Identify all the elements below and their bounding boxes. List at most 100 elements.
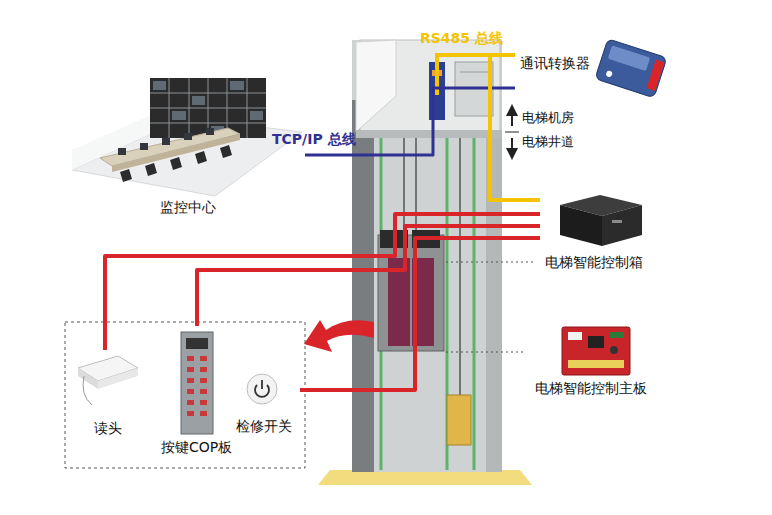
mainboard-picture-part [568, 332, 582, 340]
monitoring-room-part [112, 134, 240, 172]
monitoring-room-part [100, 128, 240, 166]
elevator-shaft-part-part [403, 138, 405, 232]
mainboard-picture-part [568, 360, 624, 368]
monitoring-room-part-part [195, 151, 207, 164]
cop-panel-picture-part-part [200, 411, 207, 416]
level-arrows [505, 110, 519, 154]
cop-panel-picture-part-part [187, 367, 194, 372]
monitoring-room-part-part [230, 81, 244, 90]
switch-picture [247, 374, 277, 404]
device-label: 按键COP板 [161, 439, 232, 456]
monitoring-room-part-part [206, 128, 214, 135]
monitoring-room-part-part [170, 157, 182, 170]
mainboard-picture-part [610, 346, 618, 354]
area-label: 电梯机房 [522, 110, 574, 126]
bus-connector [197, 226, 540, 326]
monitoring-room-part-part [247, 78, 248, 138]
bus-connector [490, 55, 540, 200]
area-label: 电梯井道 [522, 134, 574, 150]
mainboard-picture-part [610, 332, 624, 338]
monitoring-room-part-part [172, 111, 186, 120]
monitoring-room-part-part [189, 78, 190, 138]
monitoring-room-part-part [162, 138, 170, 145]
control-box-picture-part [602, 205, 642, 246]
bus-label: RS485 总线 [420, 30, 503, 47]
cop-panel-picture-part-part [200, 367, 207, 372]
elevator-shaft-part [435, 53, 492, 57]
elevator-shaft-part [404, 138, 460, 395]
monitoring-room-part [118, 128, 214, 155]
bus-label: TCP/IP 总线 [272, 131, 356, 148]
elevator-shaft-part [381, 138, 474, 470]
mainboard-picture-part [588, 336, 604, 348]
cop-panel-picture-part [186, 338, 208, 349]
device-node: 读头 [70, 350, 145, 442]
control-box-picture-part [560, 205, 602, 246]
cop-panel-picture-part-part [187, 378, 194, 383]
monitoring-room-part [120, 145, 232, 182]
bus-connector [300, 238, 540, 390]
cop-panel-picture-part [181, 332, 213, 434]
device-node: 电梯智能控制箱 [540, 190, 665, 278]
cop-panel-picture-part-part [200, 389, 207, 394]
switch-picture-part [247, 374, 277, 404]
elevator-shaft-part [460, 72, 488, 73]
cop-panel-picture [181, 332, 213, 434]
converter-picture-part [595, 39, 667, 98]
dotted-region-part [65, 322, 305, 468]
monitoring-room [72, 78, 302, 196]
device-label: 电梯智能控制主板 [535, 380, 647, 397]
converter-picture-part [647, 60, 665, 91]
monitoring-room-part-part [145, 163, 157, 176]
elevator-shaft-part [304, 320, 374, 352]
level-arrows-part [505, 132, 519, 133]
device-label: 电梯智能控制箱 [545, 254, 643, 271]
converter-picture-part [608, 45, 650, 71]
switch-picture-part [261, 380, 263, 389]
cop-panel-picture-part-part [200, 356, 207, 361]
level-arrows-part [511, 110, 513, 126]
cop-panel-picture-part-part [187, 400, 194, 405]
monitoring-room-part [150, 78, 266, 138]
monitoring-room-part [153, 81, 263, 135]
dotted-region-part [446, 262, 535, 263]
device-label: 通讯转换器 [520, 55, 590, 72]
reader-picture [78, 356, 138, 405]
elevator-shaft-part-part [459, 138, 461, 395]
elevator-shaft-part-part [415, 138, 417, 232]
device-node: 电梯智能控制主板 [530, 320, 670, 405]
monitoring-room-part [150, 78, 266, 138]
device-node: 通讯转换器 [515, 30, 665, 108]
reader-picture-part [98, 368, 138, 389]
converter-picture-part [605, 70, 613, 78]
elevator-shaft-part [356, 130, 502, 138]
dotted-region-part [446, 352, 525, 353]
monitoring-room-part-part [192, 96, 205, 105]
dotted-region [65, 262, 535, 468]
mainboard-picture [562, 327, 630, 375]
cop-panel-picture-part-part [187, 411, 194, 416]
elevator-shaft-part [356, 40, 396, 132]
monitoring-room-part-part [118, 148, 126, 155]
monitoring-room-part-part [250, 111, 263, 120]
monitoring-room-part-part [120, 169, 132, 182]
elevator-shaft-part-part [473, 138, 476, 470]
monitoring-room-part-part [153, 81, 166, 90]
level-arrows-part [511, 138, 513, 154]
device-label: 读头 [94, 420, 122, 437]
control-box-picture [560, 195, 642, 246]
control-box-picture-part [612, 220, 622, 223]
mainboard-picture-part [562, 327, 630, 375]
bus-connector [105, 214, 540, 350]
elevator-shaft-part [318, 470, 532, 485]
converter-picture [595, 39, 667, 98]
device-label: 监控中心 [160, 199, 216, 216]
monitoring-room-part-part [184, 133, 192, 140]
device-node: 监控中心 [70, 62, 305, 222]
cop-panel-picture-part-part [200, 378, 207, 383]
cop-panel-picture-part-part [187, 356, 194, 361]
elevator-shaft-part [378, 235, 444, 351]
